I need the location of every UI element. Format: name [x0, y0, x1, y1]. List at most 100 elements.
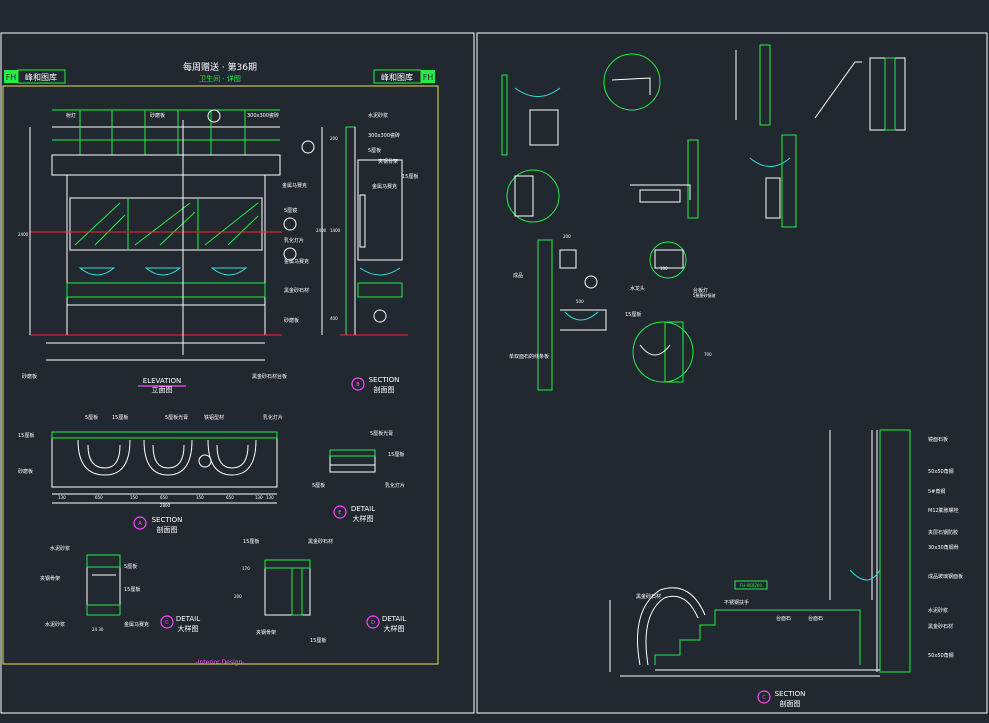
detail-c-3: 夹钢骨架 — [40, 575, 60, 582]
left-drawing-border — [2, 85, 439, 665]
mid-label-4: 500 — [576, 299, 584, 304]
plan-dim-4: 650 — [160, 495, 168, 500]
elev-label-1: 射灯 — [66, 112, 76, 119]
elevation-title-cn: 立面图 — [152, 385, 173, 394]
rsec-4: M12膨胀螺栓 — [928, 507, 959, 514]
sec-b-2: 300x300瓷砖 — [368, 132, 400, 139]
section-a-title-cn: 剖面图 — [157, 525, 178, 534]
mid-label-9: 单双面石的线条板 — [509, 353, 549, 360]
elevation-drawing — [29, 109, 315, 361]
detail-e-3: 5厘板 — [312, 482, 325, 489]
mid-label-6: 15厘板 — [625, 311, 641, 318]
detail-d-drawing — [264, 559, 311, 616]
sheet-title: 每周赠送 · 第36期 — [183, 61, 257, 73]
section-c-title-en: SECTION — [775, 690, 806, 698]
plan-label-2: 15厘板 — [112, 414, 128, 421]
elev-right-2: 5厘镜 — [284, 207, 297, 214]
rsec-m2: 不锈钢扶手 — [724, 599, 749, 606]
plan-dim-8: 130 — [266, 495, 274, 500]
rsec-6: 30x30角钢骨 — [928, 544, 959, 551]
elev-right-5: 黑金砂石材 — [284, 287, 309, 294]
sec-b-1: 水泥砂浆 — [368, 112, 388, 119]
detail-d-title-cn: 大样图 — [384, 624, 405, 633]
drawing-number: FH-060260 — [740, 583, 762, 588]
mid-label-3: 水龙头 — [630, 285, 645, 292]
plan-label-7: 砂磨板 — [18, 468, 33, 475]
section-c-title-cn: 剖面图 — [780, 699, 801, 708]
elev-bottom-2: 黑金砂石材台板 — [252, 373, 287, 380]
mid-label-8: 5厘磨砂镜玻 — [693, 292, 716, 298]
rsec-8: 水泥砂浆 — [928, 607, 948, 614]
section-b-title-en: SECTION — [369, 376, 400, 384]
mid-label-1: 200 — [563, 234, 571, 239]
brand-right-text: 峰和图库 — [381, 72, 413, 82]
detail-d-3: 夹钢骨架 — [256, 629, 276, 636]
detail-d-tag-circle — [366, 615, 380, 629]
rsec-7: 成品玻璃钢面板 — [928, 573, 963, 580]
detail-e-drawing — [329, 449, 376, 473]
section-b-title-cn: 剖面图 — [374, 385, 395, 394]
section-c-tag-circle — [757, 690, 771, 704]
footer-text: -Interior Design- — [196, 659, 245, 666]
sheet-subtitle: 卫生间 · 详图 — [199, 74, 241, 83]
detail-e-tag-circle — [333, 505, 347, 519]
elev-right-3: 乳化灯片 — [284, 237, 304, 244]
sec-b-5: 金属马赛克 — [372, 183, 397, 190]
detail-c-6: 金属马赛克 — [124, 621, 149, 628]
section-a-tag-circle — [133, 516, 147, 530]
rsec-2: 50x50角钢 — [928, 468, 954, 475]
elev-right-6: 砂磨板 — [284, 317, 299, 324]
brand-left-text: 峰和图库 — [25, 72, 57, 82]
plan-dim-7: 130 — [255, 495, 263, 500]
detail-e-1: 5厘板光膏 — [370, 430, 393, 437]
detail-c-5: 水泥砂浆 — [45, 621, 65, 628]
detail-c-1: 水泥砂浆 — [50, 545, 70, 552]
sec-b-3: 5厘板 — [368, 147, 381, 154]
detail-d-1: 15厘板 — [243, 538, 259, 545]
section-b-tag-circle — [351, 377, 365, 391]
plan-label-6: 15厘板 — [18, 432, 34, 439]
elev-right-1: 金属马赛克 — [282, 182, 307, 189]
detail-e-title-en: DETAIL — [351, 505, 375, 513]
rsec-5: 夹层石钢防胶 — [928, 529, 958, 536]
right-top-details — [501, 44, 906, 228]
plan-dim-2: 650 — [95, 495, 103, 500]
plan-dim-6: 650 — [226, 495, 234, 500]
svg-text:FH: FH — [423, 73, 434, 82]
mid-label-7: 台板灯 — [693, 287, 708, 294]
mid-label-10: 100 — [660, 266, 668, 271]
sec-b-6: 15厘板 — [402, 173, 418, 180]
detail-c-drawing — [86, 554, 121, 616]
rsec-m3: 台面石 — [776, 615, 791, 622]
detail-d-2: 黑金砂石材 — [308, 538, 333, 545]
rsec-m4: 台面石 — [808, 615, 823, 622]
section-c-tag: C — [762, 695, 766, 701]
rsec-3: 5#角钢 — [928, 488, 945, 495]
detail-e-tag: E — [338, 510, 341, 516]
section-a-title-en: SECTION — [152, 516, 183, 524]
section-b-drawing — [321, 126, 408, 336]
right-mid-details — [537, 239, 694, 391]
detail-d-6: 200 — [234, 594, 242, 599]
svg-text:FH: FH — [6, 73, 17, 82]
detail-d-5: 170 — [242, 566, 250, 571]
plan-dim-5: 150 — [196, 495, 204, 500]
rsec-10: 50x50角钢 — [928, 652, 954, 659]
elev-label-3: 300x300瓷砖 — [247, 112, 279, 119]
plan-label-1: 5厘板 — [85, 414, 98, 421]
plan-label-5: 乳化灯片 — [263, 414, 283, 421]
plan-dim-1: 130 — [58, 495, 66, 500]
section-a-drawing — [51, 431, 278, 504]
detail-c-tag: C — [165, 620, 169, 626]
section-a-tag: A — [138, 521, 142, 527]
elev-dim-left: 2400 — [18, 232, 29, 237]
drawing-number-badge — [734, 580, 768, 590]
rsec-1: 镜面石板 — [928, 436, 948, 443]
right-large-section — [609, 429, 911, 677]
detail-d-tag: D — [371, 620, 375, 626]
plan-label-4: 铁铝型材 — [204, 414, 224, 421]
detail-c-2: 5厘板 — [124, 563, 137, 570]
rsec-m1: 黑金砂石材 — [636, 593, 661, 600]
elev-right-4: 金属马赛克 — [284, 258, 309, 265]
